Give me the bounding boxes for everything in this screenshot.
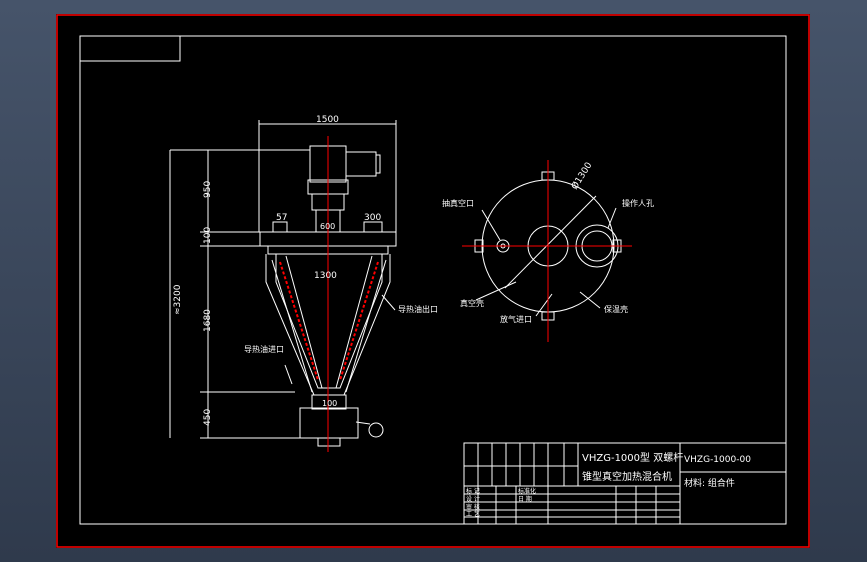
mid-label: 日 期 [518,495,532,503]
label-manhole: 操作人孔 [622,198,654,208]
dim-bottom-size: 100 [322,399,337,408]
dim-overall-height: ≈3200 [173,284,183,315]
mid-label: 标准化 [518,487,536,495]
row-label: 工 艺 [466,510,480,518]
outer-border [56,14,810,548]
title-block [463,442,787,525]
dim-cone-height: 1680 [203,309,213,332]
row-label: 设 计 [466,495,480,503]
plan-centerlines [462,160,632,342]
drawing-frame [79,35,787,525]
dim-cone-width: 1300 [314,271,337,281]
label-vacuum-port: 抽真空口 [442,198,474,208]
row-label: 标 记 [466,487,480,495]
heating-coils [279,261,379,381]
dim-flange-height: 100 [203,227,213,244]
drawing-sheet [56,14,810,548]
title-line2: 锥型真空加热混合机 [582,470,672,483]
row-label: 审 核 [466,503,480,511]
material-label: 材料: 组合件 [684,477,735,489]
dim-motor-height: 950 [203,181,213,198]
corner-box [79,35,181,62]
label-vacuum-shell: 真空壳 [460,298,484,308]
dim-left-pipe: 57 [276,213,287,223]
dim-top-width: 1500 [316,115,339,125]
label-heat-outlet: 导热油出口 [398,304,438,314]
dim-right-pipe: 300 [364,213,381,223]
dim-base-height: 450 [203,409,213,426]
dim-plan-diameter: Ø1300 [569,160,594,191]
title-line1: VHZG-1000型 双螺杆 [582,451,683,464]
front-view [169,120,397,447]
label-vent-port: 放气进口 [500,314,532,324]
drawing-number: VHZG-1000-00 [684,455,751,465]
label-heat-inlet: 导热油进口 [244,344,284,354]
label-insulation-shell: 保温壳 [604,304,628,314]
dim-center-size: 600 [320,222,335,231]
